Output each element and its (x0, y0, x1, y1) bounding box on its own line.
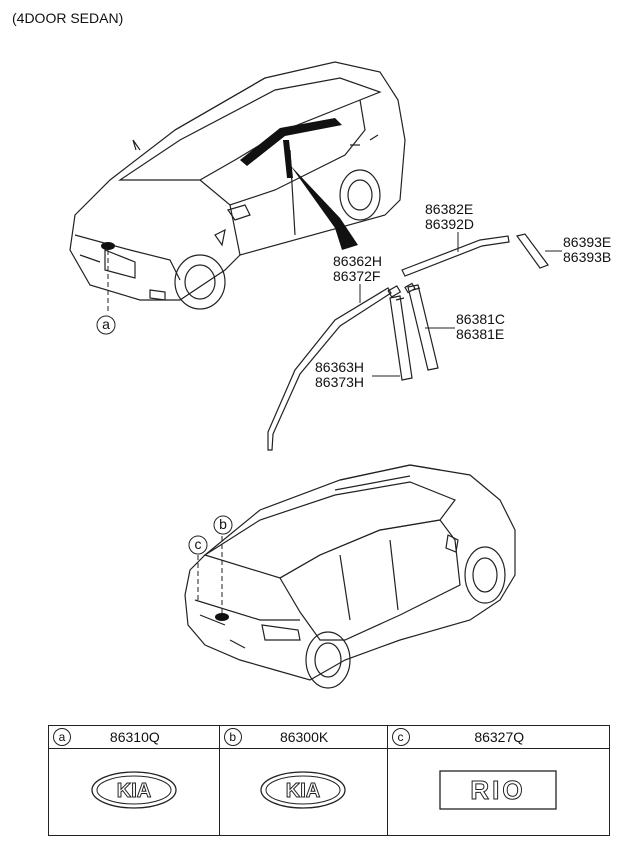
legend-part-b: 86300K (279, 729, 329, 745)
leader-lines (359, 232, 562, 377)
front-car-illustration (69, 61, 406, 310)
part-label-86373H: 86373H (315, 374, 364, 390)
legend-key-a: a (53, 728, 71, 746)
legend-part-c: 86327Q (474, 729, 525, 745)
rear-emblem-markers: b c (188, 515, 233, 621)
legend-emblem-b: KIA (218, 748, 388, 836)
parts-diagram: a 86382E 86392D 86393E 86393B 86362H 863… (69, 61, 611, 689)
legend-header-c: c 86327Q (386, 725, 610, 749)
part-label-86392D: 86392D (425, 216, 474, 232)
legend-header-a: a 86310Q (48, 725, 220, 749)
legend-key-b: b (223, 728, 242, 746)
part-label-86393E: 86393E (563, 234, 611, 250)
part-label-86393B: 86393B (563, 249, 611, 265)
part-label-86381E: 86381E (456, 326, 504, 342)
rio-emblem-text: RIO (471, 775, 526, 805)
legend-header-b: b 86300K (218, 725, 388, 749)
callout-a-front: a (102, 316, 110, 332)
front-emblem-marker: a (96, 242, 116, 335)
legend-key-c: c (391, 728, 410, 746)
legend-emblem-a: KIA (48, 748, 220, 836)
kia-emblem-icon: KIA (260, 770, 346, 809)
part-label-86372F: 86372F (333, 268, 380, 284)
diagram-title: (4DOOR SEDAN) (12, 10, 124, 26)
rear-car-illustration (184, 464, 516, 689)
callout-b-rear: b (219, 516, 227, 532)
rio-emblem-icon: RIO (439, 769, 557, 810)
legend-part-a: 86310Q (109, 729, 160, 745)
legend-emblem-c: RIO (386, 748, 610, 836)
part-label-86362H: 86362H (333, 253, 382, 269)
roof-molding-strips (267, 233, 549, 451)
part-label-86381C: 86381C (456, 311, 505, 327)
emblem-legend-table: a 86310Q b 86300K c 86327Q KIA KIA RIO (48, 725, 610, 836)
kia-emblem-text-b: KIA (286, 780, 320, 802)
kia-emblem-text-a: KIA (117, 780, 151, 802)
front-door-frame-molding (240, 118, 358, 250)
part-label-86382E: 86382E (425, 201, 473, 217)
kia-emblem-icon: KIA (91, 770, 177, 809)
part-label-86363H: 86363H (315, 359, 364, 375)
callout-c-rear: c (195, 536, 202, 552)
